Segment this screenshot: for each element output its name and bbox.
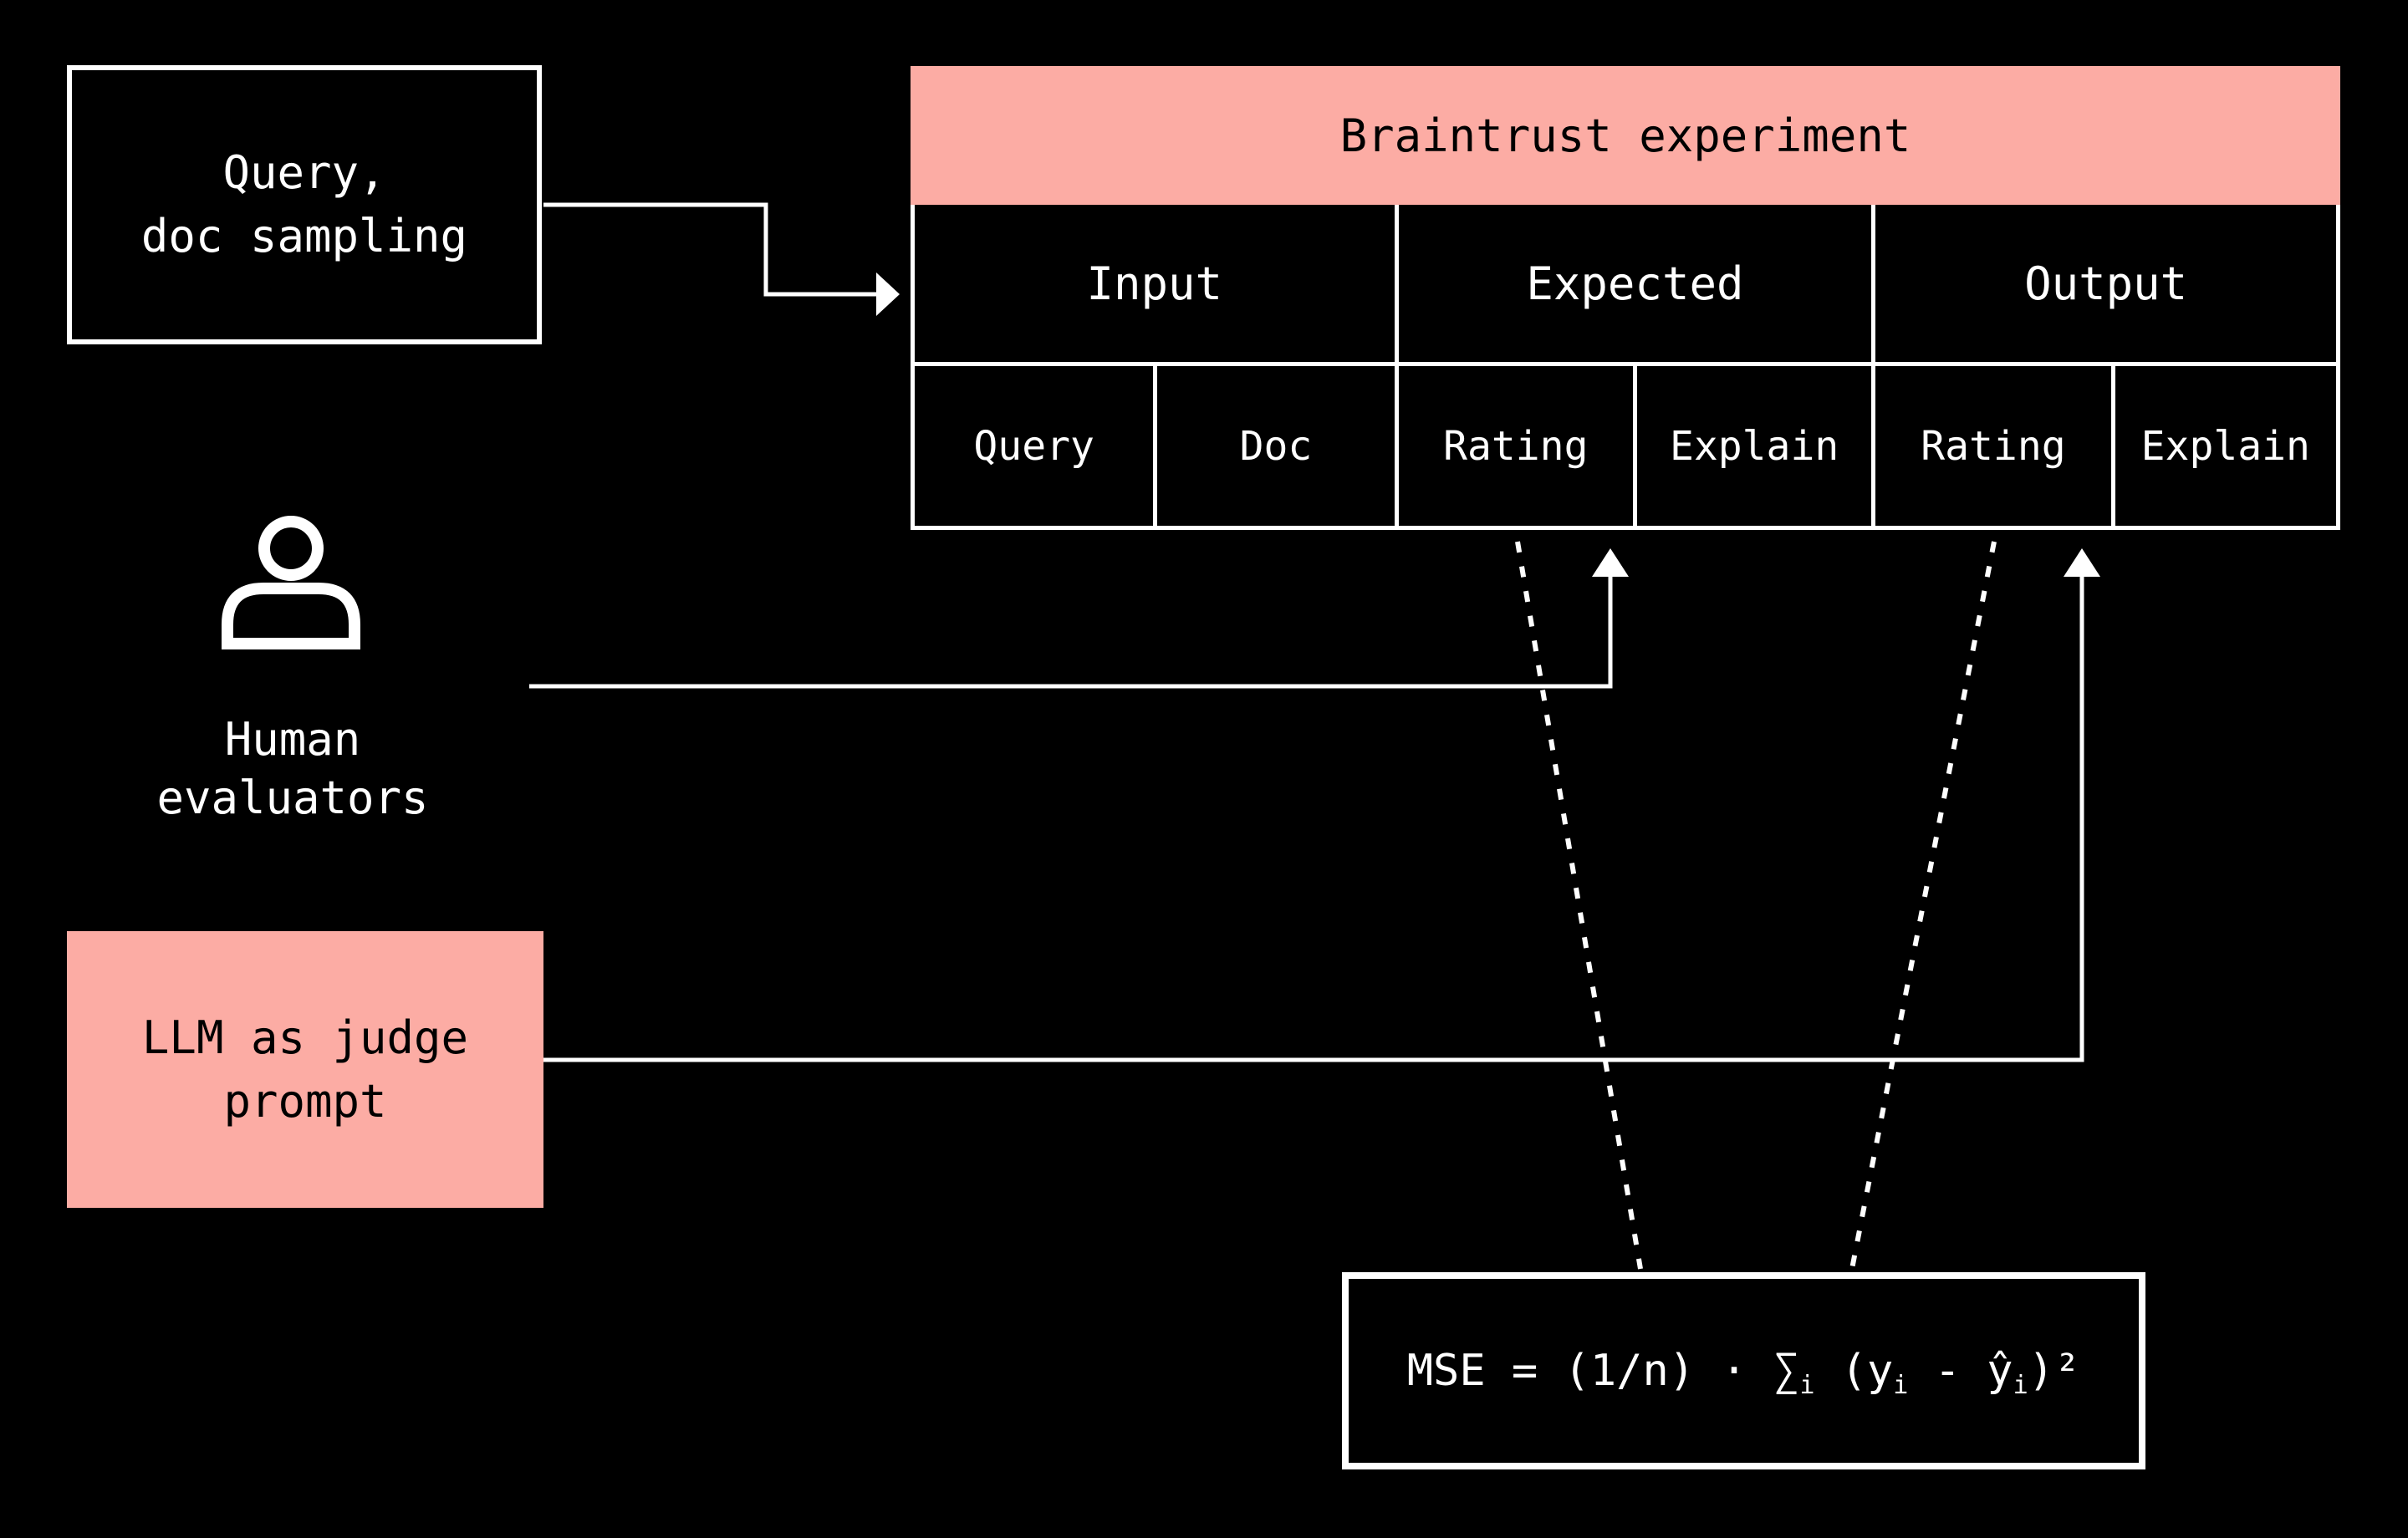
- group-header-expected: Expected: [1398, 205, 1876, 366]
- query-doc-sampling-box: Query, doc sampling: [67, 65, 542, 344]
- mse-formula: MSE = (1/n) · ∑i (yi - ŷi)²: [1406, 1346, 2081, 1398]
- table-group-header-row: Input Expected Output: [915, 205, 2336, 366]
- query-doc-sampling-line2: doc sampling: [140, 210, 468, 262]
- sub-header-output-rating: Rating: [1875, 366, 2115, 526]
- human-evaluators-line2: evaluators: [156, 772, 429, 824]
- table-title-bar: Braintrust experiment: [911, 66, 2340, 205]
- formula-part: - ŷ: [1908, 1346, 2013, 1396]
- llm-judge-line1: LLM as judge: [141, 1011, 469, 1064]
- formula-part: MSE = (1/n) · ∑: [1406, 1346, 1800, 1396]
- braintrust-experiment-table: Braintrust experiment Input Expected Out…: [911, 66, 2340, 530]
- human-evaluators-label: Human evaluators: [96, 710, 489, 828]
- formula-part: )²: [2028, 1346, 2081, 1396]
- table-body: Input Expected Output Query Doc Rating E…: [911, 205, 2340, 530]
- formula-subscript: i: [1893, 1371, 1909, 1400]
- llm-judge-line2: prompt: [223, 1074, 387, 1128]
- table-title: Braintrust experiment: [1339, 109, 1911, 162]
- llm-judge-prompt-box: LLM as judge prompt: [67, 931, 543, 1208]
- sub-header-input-doc: Doc: [1157, 366, 1399, 526]
- query-doc-sampling-line1: Query,: [222, 146, 386, 199]
- mse-formula-box: MSE = (1/n) · ∑i (yi - ŷi)²: [1342, 1272, 2145, 1469]
- expected-rating-to-mse-dotted-line: [1515, 541, 1643, 1270]
- sub-header-output-explain: Explain: [2140, 422, 2310, 470]
- llm-to-output-arrow: [543, 548, 2100, 1062]
- formula-part: (y: [1814, 1346, 1894, 1396]
- human-to-expected-arrow: [529, 548, 1629, 689]
- formula-subscript: i: [2013, 1371, 2028, 1400]
- sub-header-expected-rating: Rating: [1399, 366, 1637, 526]
- person-icon: [222, 516, 360, 649]
- output-rating-to-mse-dotted-line: [1849, 541, 1997, 1270]
- sub-header-input-query: Query: [915, 366, 1158, 526]
- group-header-input: Input: [915, 205, 1399, 366]
- group-header-output: Output: [1875, 205, 2336, 366]
- human-evaluators-line1: Human: [224, 713, 361, 766]
- table-sub-header-row: Query Doc Rating Explain Rating Explain: [915, 366, 2336, 526]
- formula-subscript: i: [1799, 1371, 1815, 1400]
- sub-header-expected-explain: Explain: [1637, 366, 1876, 526]
- query-to-table-arrow: [543, 202, 900, 316]
